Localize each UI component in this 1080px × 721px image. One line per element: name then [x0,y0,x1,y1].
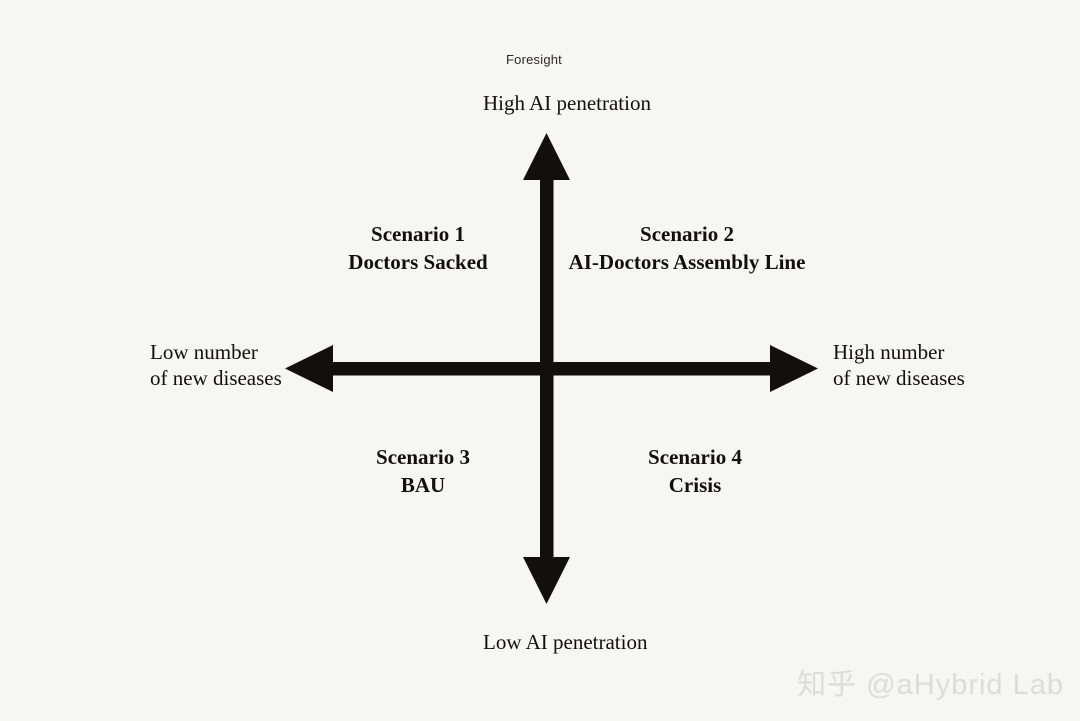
axis-label-high-number-of-new-diseases: High number of new diseases [833,340,965,391]
quadrant-label-scenario-2: Scenario 2 AI-Doctors Assembly Line [569,221,806,276]
axis-label-high-ai-penetration: High AI penetration [483,91,651,115]
axis-label-low-ai-penetration: Low AI penetration [483,630,648,654]
axis-label-right-line2: of new diseases [833,365,965,390]
axis-label-right-line1: High number [833,340,945,364]
quadrant-label-scenario-3: Scenario 3 BAU [376,444,470,499]
watermark: 知乎 @aHybrid Lab [797,669,1064,701]
foresight-caption: Foresight [506,52,562,67]
horizontal-axis-arrow [285,345,818,392]
axis-label-left-line2: of new diseases [150,365,282,390]
quadrant-4-name: Crisis [668,472,722,497]
quadrant-4-title: Scenario 4 [648,445,742,469]
quadrant-1-title: Scenario 1 [371,222,465,246]
quadrant-2-title: Scenario 2 [640,222,734,246]
axis-label-left-line1: Low number [150,340,258,364]
quadrant-3-title: Scenario 3 [376,445,470,469]
quadrant-label-scenario-1: Scenario 1 Doctors Sacked [348,221,487,276]
quadrant-1-name: Doctors Sacked [348,249,488,274]
quadrant-2-name: AI-Doctors Assembly Line [568,249,806,274]
quadrant-label-scenario-4: Scenario 4 Crisis [648,444,742,499]
quadrant-3-name: BAU [400,472,446,497]
axis-label-low-number-of-new-diseases: Low number of new diseases [150,340,282,391]
